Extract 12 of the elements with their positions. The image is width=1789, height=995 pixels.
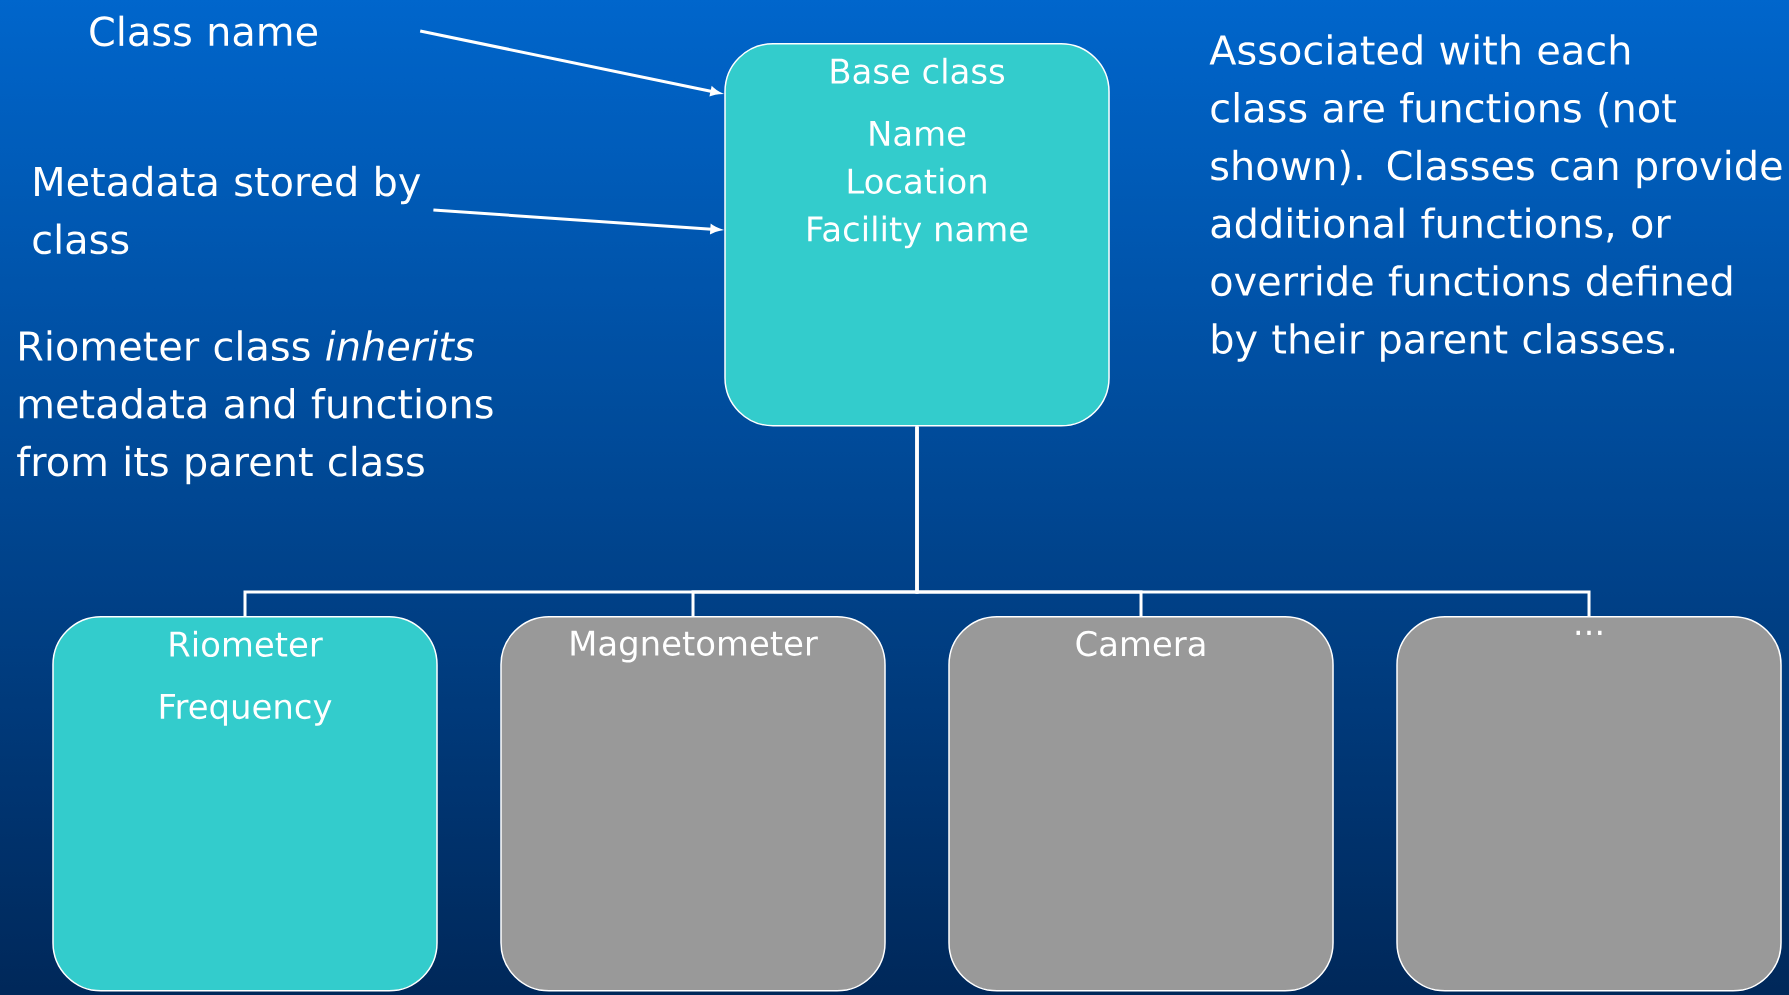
class-box: Riometer Frequency bbox=[52, 616, 438, 992]
annotation-text: Class name bbox=[90, 15, 317, 47]
leader-line bbox=[433, 208, 721, 234]
note-text: Riometer class inherits metadata and functions from its parent class bbox=[17, 330, 493, 485]
connector-line bbox=[915, 426, 1591, 616]
class-box: Magnetometer bbox=[500, 616, 886, 992]
class-box: Base class Name Location Facility name bbox=[724, 43, 1110, 427]
annotation-text: Metadata stored by class bbox=[33, 165, 421, 255]
leader-line bbox=[419, 29, 721, 96]
class-box: ... bbox=[1396, 616, 1782, 992]
note-text: Associated with each class are functions (not shown). Classes can provide additional functions, or override functions defined by their parent classes. bbox=[1209, 34, 1782, 362]
class-box: Camera bbox=[948, 616, 1334, 992]
